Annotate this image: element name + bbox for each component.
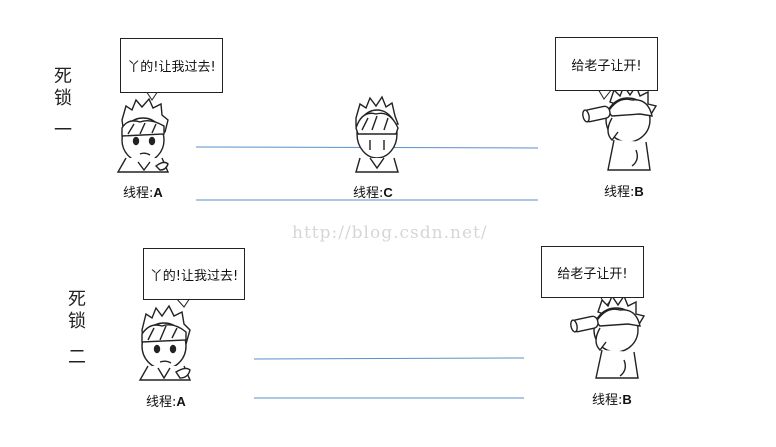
section2-lane-top — [253, 357, 525, 360]
section2-title-char-1: 死 — [68, 289, 86, 310]
section1-threadA-label-prefix: 线程: — [123, 186, 154, 201]
section1-threadC-label-prefix: 线程: — [353, 186, 384, 201]
section2-threadB-speech-bubble: 给老子让开! — [541, 246, 644, 298]
watermark-url: http://blog.csdn.net/ — [292, 223, 488, 243]
section2-threadB-character — [570, 294, 646, 379]
section2-title-char-3: 二 — [68, 347, 86, 368]
section2-title: 死 锁 二 — [66, 289, 88, 369]
section1-threadC-character — [355, 95, 399, 173]
section1-threadB-character — [582, 84, 658, 171]
section1-threadB-label-prefix: 线程: — [604, 185, 635, 200]
section1-threadA-speech-bubble: 丫的!让我过去! — [120, 38, 223, 93]
section2-threadA-label: 线程:A — [146, 391, 186, 410]
section2-threadA-label-prefix: 线程: — [146, 395, 177, 410]
section2-threadA-character — [138, 304, 192, 381]
section2-title-char-2: 锁 — [68, 311, 86, 332]
section1-threadA-label-name: A — [153, 185, 163, 200]
section1-threadB-speech-bubble: 给老子让开! — [555, 37, 658, 91]
section1-threadC-label: 线程:C — [353, 182, 393, 201]
section1-title-char-1: 死 — [54, 66, 72, 87]
section2-threadB-label-prefix: 线程: — [592, 393, 623, 408]
section1-threadC-label-name: C — [383, 185, 393, 200]
section2-threadB-label: 线程:B — [592, 389, 632, 408]
section2-threadB-label-name: B — [622, 392, 632, 407]
section2-threadA-speech-bubble: 丫的!让我过去! — [143, 248, 245, 300]
section1-title-char-3: 一 — [54, 120, 72, 141]
section1-threadA-character — [116, 97, 170, 173]
section1-threadA-label: 线程:A — [123, 182, 163, 201]
section1-title: 死 锁 一 — [52, 66, 74, 142]
section1-title-char-2: 锁 — [54, 88, 72, 109]
section1-threadB-label: 线程:B — [604, 181, 644, 200]
section2-threadA-label-name: A — [176, 394, 186, 409]
section1-threadB-label-name: B — [634, 184, 644, 199]
